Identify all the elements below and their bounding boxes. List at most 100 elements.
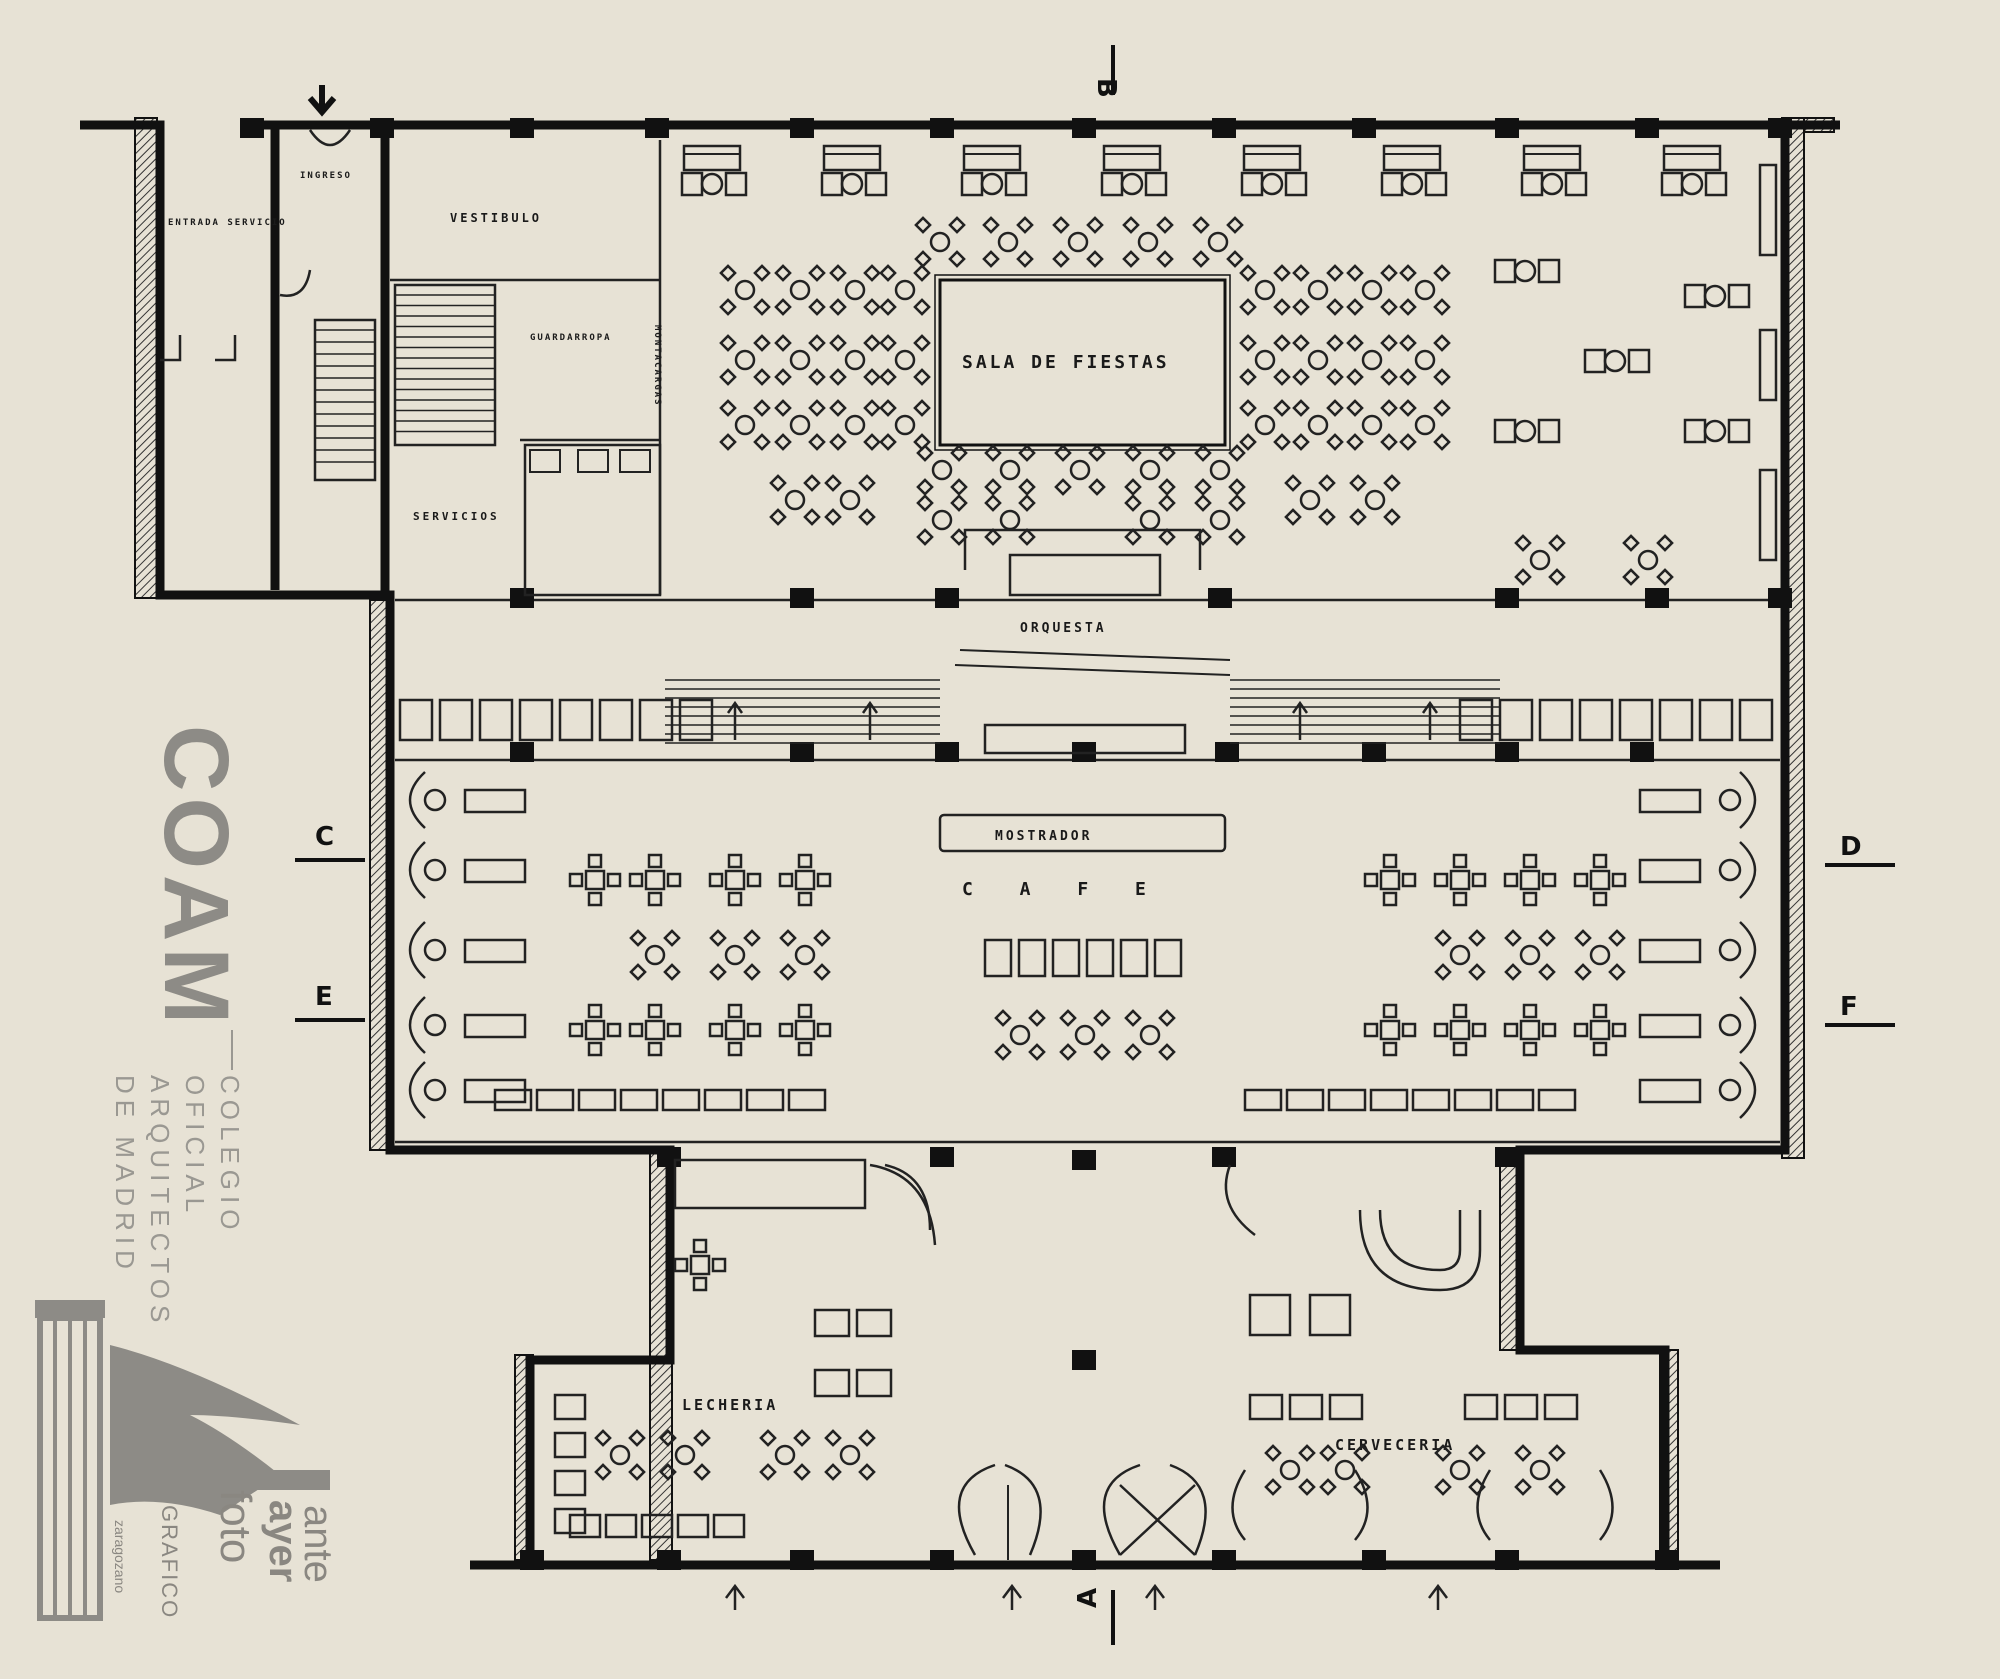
column-39 — [1362, 1550, 1386, 1570]
lecheria-bench-4 — [712, 1513, 746, 1539]
watermark-grafico: GRAFICO — [157, 1505, 182, 1620]
montacargas-label: MONTACARGAS — [652, 325, 662, 407]
terrace-booth-right-6 — [1698, 698, 1734, 742]
column-40 — [1495, 1550, 1519, 1570]
column-18 — [1768, 588, 1792, 608]
cafe-banquette-right-2 — [1327, 1088, 1367, 1112]
cafe-table-5 — [628, 1003, 682, 1057]
fiesta-table-17 — [774, 399, 826, 451]
watermark-oficial: OFICIAL — [180, 1075, 210, 1219]
cafe-booth-right-2 — [1718, 938, 1742, 962]
lecheria-booth-2 — [553, 1469, 587, 1497]
lecheria-table-0 — [594, 1429, 646, 1481]
cafe-banquette-left-6 — [745, 1088, 785, 1112]
cerveceria-booth-arc-1b — [1598, 1469, 1614, 1541]
column-30 — [1495, 1147, 1519, 1167]
mostrador-label: MOSTRADOR — [995, 829, 1092, 844]
terrace-booth-right-3 — [1578, 698, 1614, 742]
fiesta-table-18 — [829, 399, 881, 451]
cafe-table-10 — [779, 929, 831, 981]
window-seat-set-6 — [1520, 171, 1588, 197]
cafe-table-11 — [1363, 853, 1417, 907]
cafe-center-table-2 — [1051, 938, 1081, 978]
column-26 — [1630, 742, 1654, 762]
watermark-arquitectos: ARQUITECTOS — [145, 1075, 175, 1329]
cafe-booth-seat-left-0 — [463, 788, 527, 814]
entry-arrow-icon — [307, 85, 337, 117]
terrace-booth-left-2 — [478, 698, 514, 742]
fiesta-table-16 — [719, 399, 771, 451]
window-sofa-2 — [962, 144, 1022, 172]
cafe-booth-seat-left-3 — [463, 1013, 527, 1039]
cafe-banquette-right-5 — [1453, 1088, 1493, 1112]
fiesta-table-32 — [1124, 444, 1176, 496]
fiesta-table-35 — [984, 494, 1036, 546]
fiesta-table-29 — [916, 444, 968, 496]
column-8 — [1352, 118, 1376, 138]
cafe-booth-arc-right-4 — [1739, 1061, 1757, 1119]
cafe-booth-left-2 — [423, 938, 447, 962]
fiesta-table-27 — [1122, 216, 1174, 268]
cafe-booth-seat-left-2 — [463, 938, 527, 964]
watermark-ayer: ayer — [261, 1500, 305, 1583]
entry-arrow-icon-0 — [725, 1583, 745, 1610]
cerveceria-booth-arc-0a — [1231, 1469, 1247, 1541]
column-31 — [1072, 1150, 1096, 1170]
lecheria-bench-2 — [640, 1513, 674, 1539]
lounge-bench-2 — [1758, 328, 1778, 402]
cafe-table-9 — [709, 929, 761, 981]
entrada-servicio-label: ENTRADA SERVICIO — [168, 218, 287, 228]
cerveceria-seat-a-2 — [1328, 1393, 1364, 1421]
cafe-booth-seat-right-2 — [1638, 938, 1702, 964]
column-28 — [930, 1147, 954, 1167]
columns — [240, 118, 1792, 1570]
window-sofa-3 — [1102, 144, 1162, 172]
cafe-table-18 — [1573, 1003, 1627, 1057]
stage-arrow-icon-0a — [726, 700, 744, 740]
window-sofa-0 — [682, 144, 742, 172]
terrace-booth-left-7 — [678, 698, 714, 742]
cerveceria: CERVECERIA — [1224, 1164, 1614, 1541]
watermark-zaragozano: zaragozano — [112, 1520, 128, 1594]
fiesta-table-15 — [1399, 334, 1451, 386]
section-mark-d: D — [1840, 832, 1862, 862]
cafe-table-0 — [568, 853, 622, 907]
column-19 — [510, 742, 534, 762]
sala-de-fiestas: SALA DE FIESTAS — [719, 216, 1674, 586]
fiesta-table-36 — [1124, 494, 1176, 546]
column-35 — [790, 1550, 814, 1570]
cafe-banquette-right-6 — [1495, 1088, 1535, 1112]
cafe-booth-seat-right-0 — [1638, 788, 1702, 814]
fiesta-table-5 — [1292, 264, 1344, 316]
column-9 — [1495, 118, 1519, 138]
cafe-table-13 — [1503, 853, 1557, 907]
column-10 — [1635, 118, 1659, 138]
cafe-booth-seat-right-4 — [1638, 1078, 1702, 1104]
fiesta-table-40 — [1284, 474, 1336, 526]
lecheria-seat-2 — [813, 1368, 851, 1398]
column-12 — [510, 588, 534, 608]
fiesta-table-30 — [984, 444, 1036, 496]
column-4 — [790, 118, 814, 138]
fiesta-table-1 — [774, 264, 826, 316]
watermark-coam: COAM — [145, 725, 247, 1031]
lecheria-table-2 — [759, 1429, 811, 1481]
window-seat-set-1 — [820, 171, 888, 197]
cafe-table-24 — [1124, 1009, 1176, 1061]
fiesta-table-9 — [774, 334, 826, 386]
section-mark-b: B — [1091, 78, 1121, 98]
fiesta-table-20 — [1239, 399, 1291, 451]
cafe-banquette-left-4 — [661, 1088, 701, 1112]
column-32 — [1072, 1350, 1096, 1370]
cafe-table-15 — [1363, 1003, 1417, 1057]
fiesta-table-12 — [1239, 334, 1291, 386]
vestibulo-label: VESTIBULO — [450, 211, 542, 225]
cafe-booth-right-4 — [1718, 1078, 1742, 1102]
fiesta-table-24 — [914, 216, 966, 268]
cafe-booth-left-1 — [423, 858, 447, 882]
fiesta-table-10 — [829, 334, 881, 386]
cafe-booth-right-0 — [1718, 788, 1742, 812]
cafe-booth-arc-left-3 — [408, 996, 426, 1054]
column-38 — [1212, 1550, 1236, 1570]
